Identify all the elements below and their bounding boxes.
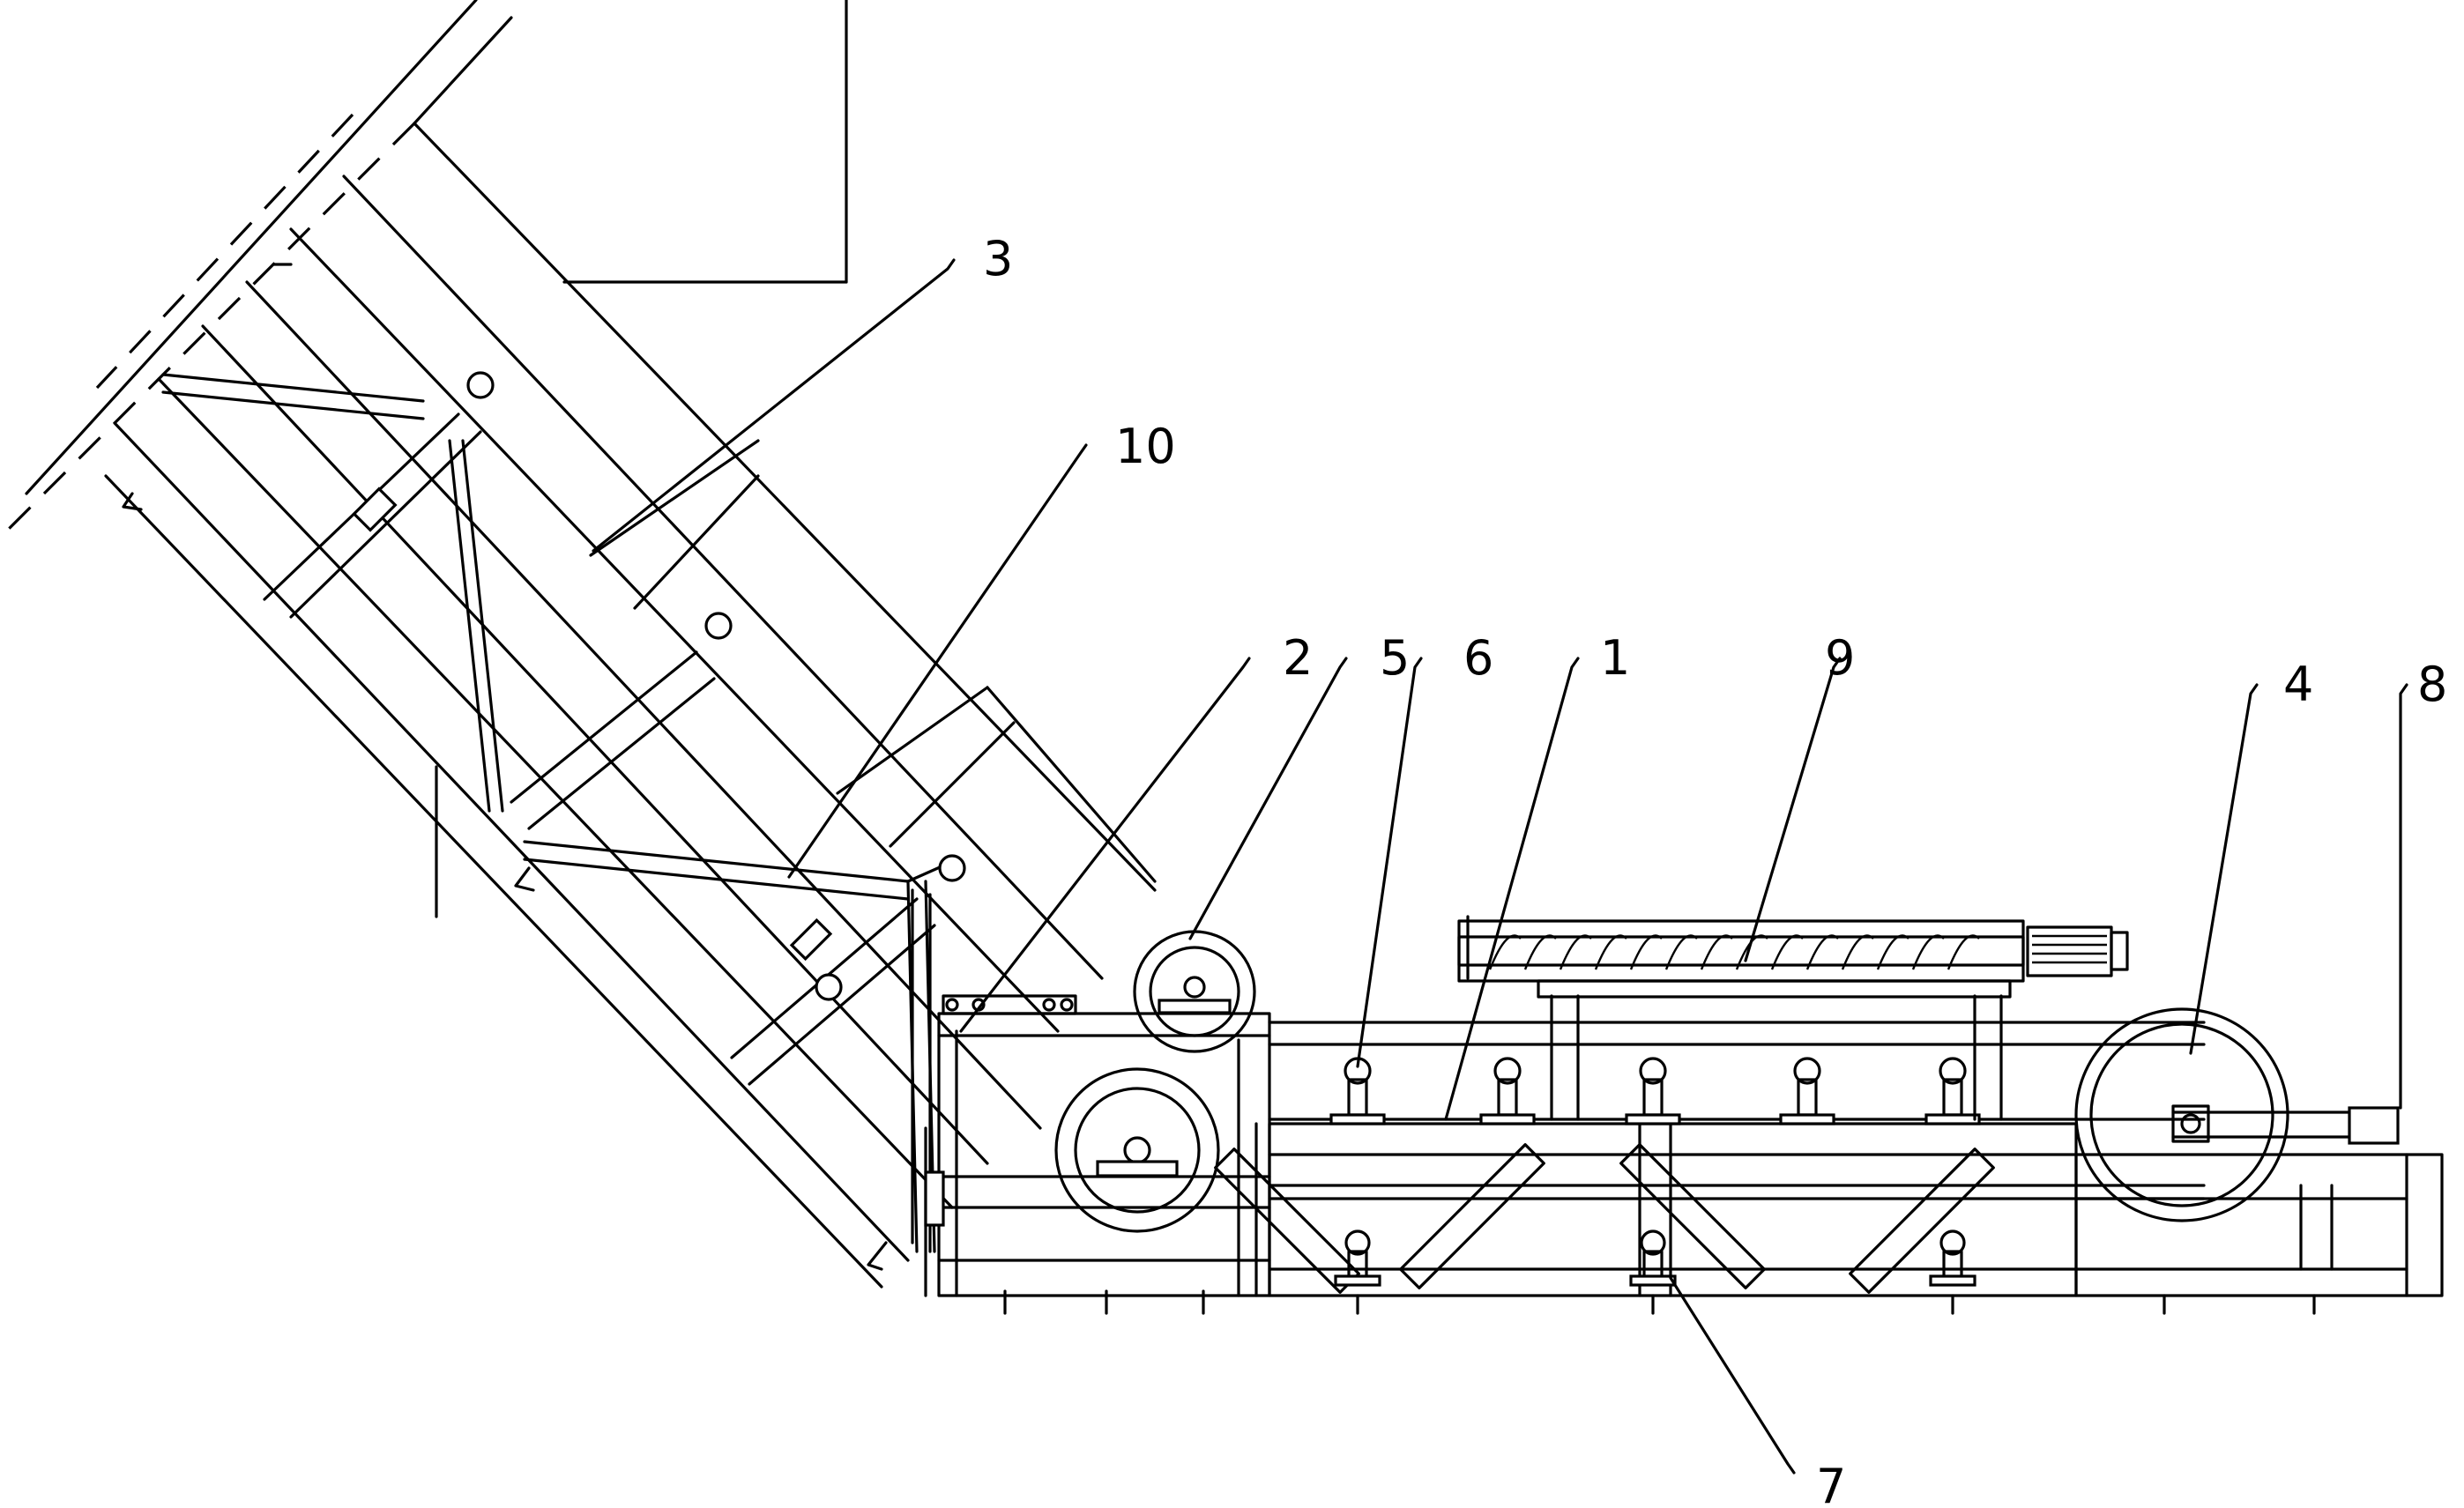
callout-4: 4 [2283,657,2313,712]
callout-5: 5 [1380,630,1410,686]
upper-idlers [1329,1057,1981,1125]
callout-1: 1 [1600,630,1630,686]
screw-conveyor [1457,915,2129,1121]
tail-box [911,888,1271,1315]
horizontal-frame [1214,1021,2316,1315]
return-idlers [1334,1229,1976,1287]
callout-8: 8 [2417,657,2447,712]
callout-2: 2 [1283,630,1313,686]
callout-9: 9 [1825,630,1855,686]
callout-3: 3 [983,231,1013,286]
callout-7: 7 [1816,1459,1846,1508]
callout-6: 6 [1463,630,1493,686]
inclined-section [0,0,1157,1289]
leader-lines [592,258,2408,1475]
callout-10: 10 [1115,419,1176,474]
head-pulley-drive [2074,1007,2444,1297]
